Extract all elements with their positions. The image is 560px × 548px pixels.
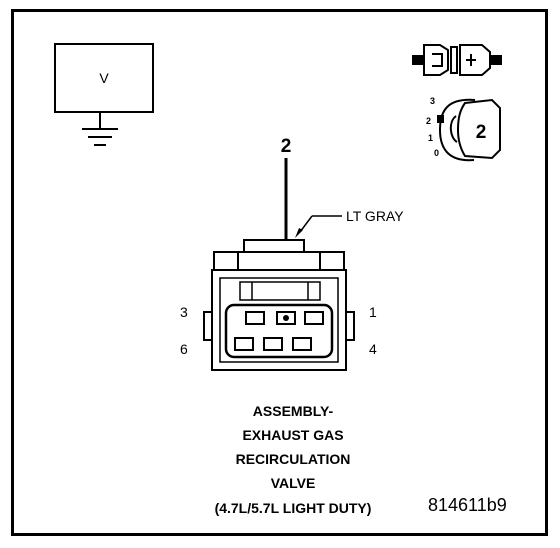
ground-icon bbox=[82, 128, 118, 146]
voltmeter-label: V bbox=[99, 70, 109, 86]
egr-valve-connector bbox=[203, 239, 355, 371]
pin-label-3: 3 bbox=[180, 304, 188, 320]
pin-label-1: 1 bbox=[369, 304, 377, 320]
figure-id: 814611b9 bbox=[428, 495, 507, 515]
caption-line-1: ASSEMBLY- bbox=[253, 403, 334, 419]
cavity-6 bbox=[234, 337, 254, 351]
cavity-4 bbox=[292, 337, 312, 351]
pin-label-4: 4 bbox=[369, 341, 377, 357]
scale-mark-3: 3 bbox=[430, 96, 435, 106]
cavity-5 bbox=[263, 337, 283, 351]
component-caption: ASSEMBLY- EXHAUST GAS RECIRCULATION VALV… bbox=[215, 403, 372, 516]
outer-frame bbox=[11, 9, 548, 536]
scale-mark-1: 1 bbox=[428, 133, 433, 143]
probe-adapter-icon bbox=[412, 44, 502, 76]
cavity-3 bbox=[245, 311, 265, 325]
pin-label-6: 6 bbox=[180, 341, 188, 357]
probe-scale-detail: 3 2 1 0 2 bbox=[426, 96, 501, 162]
caption-line-4: VALVE bbox=[271, 475, 316, 491]
probe-tip-label: 2 bbox=[476, 122, 487, 143]
caption-line-3: RECIRCULATION bbox=[236, 451, 351, 467]
caption-line-5: (4.7L/5.7L LIGHT DUTY) bbox=[215, 500, 372, 516]
caption-line-2: EXHAUST GAS bbox=[242, 427, 343, 443]
scale-mark-2: 2 bbox=[426, 116, 431, 126]
wire-cavity-label: 2 bbox=[281, 136, 292, 157]
scale-mark-0: 0 bbox=[434, 148, 439, 158]
wire-color-label: LT GRAY bbox=[346, 208, 404, 224]
voltmeter: V bbox=[54, 43, 154, 146]
cavity-1 bbox=[304, 311, 324, 325]
wire-color-callout: LT GRAY bbox=[295, 208, 404, 238]
voltmeter-box bbox=[54, 43, 154, 113]
